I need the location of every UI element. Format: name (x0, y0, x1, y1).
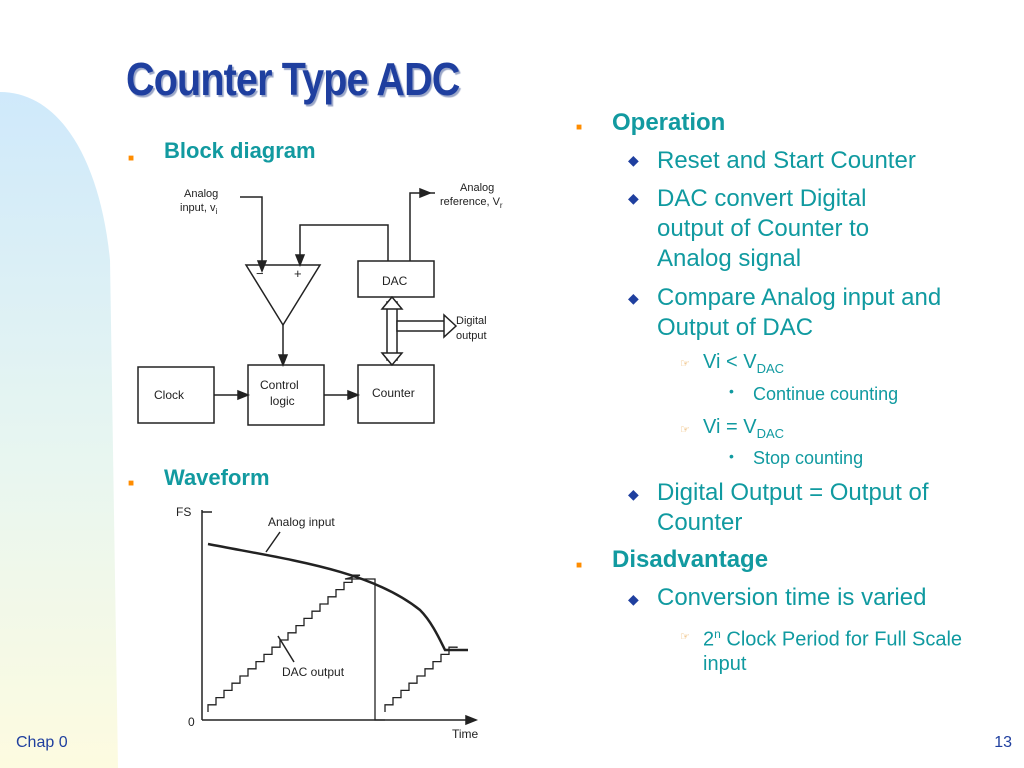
diamond-bullet-icon: ◆ (628, 152, 639, 168)
dac-staircase-2 (384, 646, 458, 712)
op-item-1: Reset and Start Counter (657, 147, 916, 174)
comparator (244, 264, 322, 327)
input-line (240, 196, 263, 267)
dot-bullet-icon: • (729, 383, 734, 399)
comparator-plus: + (294, 266, 302, 281)
operation-heading: Operation (612, 109, 726, 136)
bullet-square-icon: ■ (128, 153, 135, 164)
dis-sub-item: 2n Clock Period for Full Scale input (703, 627, 963, 675)
bullet-square-icon: ■ (128, 478, 135, 489)
slide-title: Counter Type ADC (126, 53, 460, 105)
bus-up-arrow (380, 295, 404, 310)
footer-chapter: Chap 0 (16, 734, 68, 751)
x-axis-arrow (465, 714, 479, 726)
dac-output-label: DAC output (282, 665, 345, 679)
diamond-bullet-icon: ◆ (628, 486, 639, 502)
condition-1-result: Continue counting (753, 384, 899, 404)
analog-input-curve (207, 542, 468, 652)
analog-ref-label-2: reference, Vr (440, 196, 503, 210)
bullet-square-icon: ■ (576, 560, 583, 571)
waveform-heading: Waveform (164, 465, 270, 490)
waveform-diagram: FS 0 Time Analog input DAC output (176, 505, 479, 741)
control-label-2: logic (270, 394, 295, 408)
comp-to-control-arrow (277, 354, 289, 368)
diamond-bullet-icon: ◆ (628, 591, 639, 607)
condition-2-result: Stop counting (753, 448, 864, 468)
digital-output-label-2: output (456, 330, 487, 342)
dac-block (357, 260, 435, 298)
bus-dac-counter (386, 301, 398, 361)
block-diagram: Analog input, vi Analog reference, Vr − … (137, 182, 503, 426)
diamond-bullet-icon: ◆ (628, 290, 639, 306)
block-diagram-heading: Block diagram (164, 138, 316, 163)
digital-output-bus (396, 320, 448, 332)
comparator-minus: − (256, 266, 264, 281)
digital-output-arrow (443, 313, 458, 339)
diamond-bullet-icon: ◆ (628, 190, 639, 206)
dac-output-pointer (277, 635, 295, 663)
pointing-hand-icon: ☞ (680, 631, 690, 643)
dac-to-plus-arrow (294, 254, 306, 268)
time-label: Time (452, 727, 479, 741)
op-item-4: Digital Output = Output of Counter (657, 479, 929, 536)
pointing-hand-icon: ☞ (680, 358, 690, 370)
clock-to-control-arrow (237, 389, 251, 401)
page-number: 13 (994, 734, 1012, 751)
dac-label: DAC (382, 274, 408, 288)
analog-input-label: Analog input (268, 515, 335, 529)
condition-2: Vi = VDAC (703, 416, 785, 441)
dac-staircase-1 (207, 574, 385, 721)
digital-output-label-1: Digital (456, 315, 487, 327)
counter-label: Counter (372, 386, 415, 400)
analog-ref-label-1: Analog (460, 182, 494, 194)
bullet-square-icon: ■ (576, 122, 583, 133)
dac-to-plus-line (299, 224, 389, 261)
dot-bullet-icon: • (729, 448, 734, 464)
analog-input-pointer (265, 531, 281, 553)
control-label-1: Control (260, 378, 299, 392)
counter-block (357, 364, 435, 424)
control-to-counter-arrow (347, 389, 361, 401)
analog-input-label-2: input, vi (180, 202, 217, 216)
disadvantage-heading: Disadvantage (612, 546, 769, 573)
dis-item: Conversion time is varied (657, 584, 927, 611)
zero-label: 0 (188, 715, 195, 729)
ref-line (409, 192, 435, 261)
fs-label: FS (176, 505, 191, 519)
condition-1: Vi < VDAC (703, 351, 785, 376)
op-item-3: Compare Analog input and Output of DAC (657, 284, 942, 341)
analog-input-label-1: Analog (184, 188, 218, 200)
input-arrow (256, 260, 268, 274)
ref-arrow (419, 187, 433, 199)
pointing-hand-icon: ☞ (680, 424, 690, 436)
clock-label: Clock (154, 388, 185, 402)
op-item-2: DAC convert Digital output of Counter to… (657, 185, 870, 272)
bus-down-arrow (380, 352, 404, 367)
